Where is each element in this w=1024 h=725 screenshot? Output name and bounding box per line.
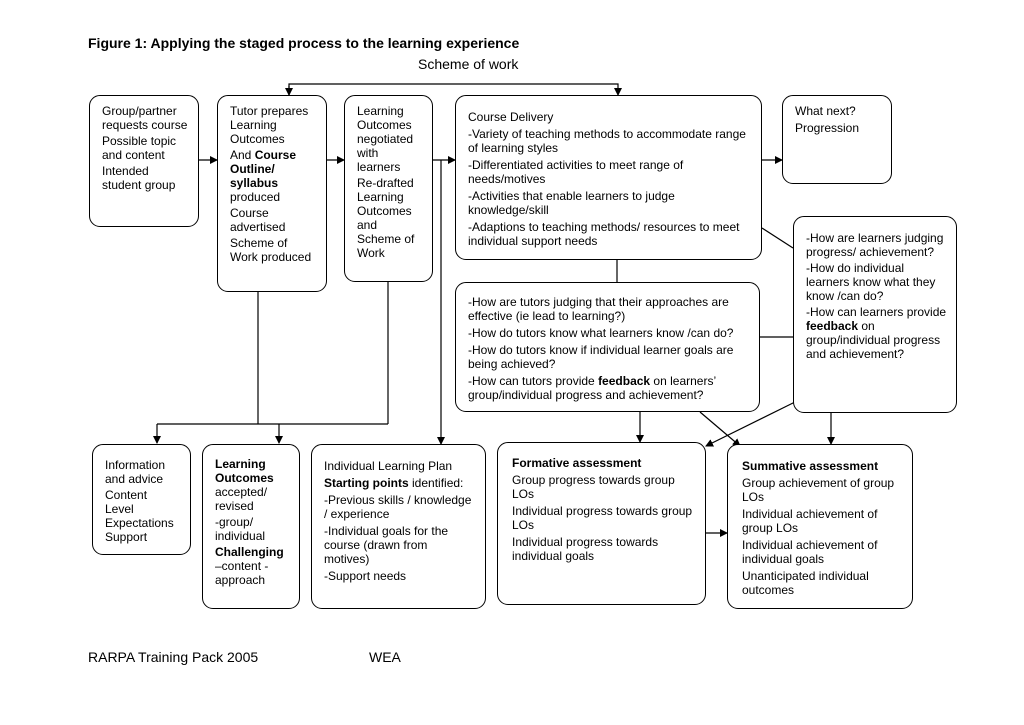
course-delivery-box: Course Delivery -Variety of teaching met… [455, 95, 762, 260]
box-text: What next? [795, 104, 856, 118]
box-text: -Differentiated activities to meet range… [468, 158, 684, 186]
box-text: Progression [795, 121, 860, 135]
box-text: Challenging –content - approach [215, 545, 290, 587]
box-text: Expectations [105, 516, 174, 530]
box-title: Formative assessment [512, 456, 696, 470]
outcomes-negotiated-box: Learning Outcomes negotiated with learne… [344, 95, 433, 282]
box-text: Intended student group [102, 164, 176, 192]
box-text: Learning Outcomes accepted/ revised [215, 457, 290, 513]
feedback-emphasis: feedback [598, 374, 651, 388]
box-text: Re-drafted Learning Outcomes and Scheme … [357, 176, 415, 260]
box-text: Level [105, 502, 134, 516]
box-text: Group progress towards group LOs [512, 473, 675, 501]
scheme-bracket-line [288, 83, 622, 96]
individual-learning-plan-box: Individual Learning Plan Starting points… [311, 444, 486, 609]
box-text: Information and advice [105, 458, 166, 486]
challenging-emphasis: Challenging [215, 545, 284, 559]
outcomes-accepted-box: Learning Outcomes accepted/ revised -gro… [202, 444, 300, 609]
figure-title: Figure 1: Applying the staged process to… [88, 35, 520, 51]
footer-right: WEA [369, 649, 401, 665]
box-text: Individual achievement of individual goa… [742, 538, 878, 566]
box-text: -Individual goals for the course (drawn … [324, 524, 449, 566]
box-text: -How do tutors know what learners know /… [468, 326, 734, 340]
box-text: -How can learners provide [806, 305, 947, 319]
info-advice-box: Information and advice Content Level Exp… [92, 444, 191, 555]
box-text: accepted/ revised [215, 485, 268, 513]
box-text: -How can tutors provide feedback on lear… [468, 374, 750, 402]
course-outline-emphasis: Course Outline/ syllabus [230, 148, 297, 190]
tutor-questions-box: -How are tutors judging that their appro… [455, 282, 760, 412]
box-text: -How can learners provide feedback on gr… [806, 305, 947, 361]
tutor-prepares-box: Tutor prepares Learning Outcomes And Cou… [217, 95, 327, 292]
box-text: on learners’ group/individual progress a… [468, 374, 716, 402]
box-text: -How do tutors know if individual learne… [468, 343, 734, 371]
box-text: Support [105, 530, 148, 544]
feedback-emphasis: feedback [806, 319, 859, 333]
box-text: Course advertised [230, 206, 286, 234]
box-text: produced [230, 190, 281, 204]
box-text: Tutor prepares Learning Outcomes [230, 104, 309, 146]
box-text: -How can tutors provide [468, 374, 599, 388]
learning-outcomes-emphasis: Learning Outcomes [215, 457, 274, 485]
box-title: Course Delivery [468, 110, 554, 124]
box-text: Learning Outcomes negotiated with learne… [357, 104, 414, 174]
box-title: Individual Learning Plan [324, 459, 453, 473]
box-text: -How are tutors judging that their appro… [468, 295, 729, 323]
formative-assessment-box: Formative assessment Group progress towa… [497, 442, 706, 605]
box-text: -Variety of teaching methods to accommod… [468, 127, 746, 155]
summative-assessment-box: Summative assessment Group achievement o… [727, 444, 913, 609]
formative-title: Formative assessment [512, 456, 642, 470]
box-text: Group achievement of group LOs [742, 476, 895, 504]
box-text: Content [105, 488, 148, 502]
group-request-box: Group/partner requests course Possible t… [89, 95, 199, 227]
box-text: Starting points identified: [324, 476, 476, 490]
box-text: -Support needs [324, 569, 407, 583]
scheme-of-work-label: Scheme of work [418, 56, 519, 72]
box-text: -How do individual learners know what th… [806, 261, 936, 303]
what-next-box: What next? Progression [782, 95, 892, 184]
box-text: Possible topic and content [102, 134, 177, 162]
learner-questions-box: -How are learners judging progress/ achi… [793, 216, 957, 413]
box-text: And [230, 148, 255, 162]
box-text: Unanticipated individual outcomes [742, 569, 869, 597]
box-text: -Activities that enable learners to judg… [468, 189, 675, 217]
line-delivery-to-learner-q [761, 227, 794, 249]
box-text: on group/individual progress and achieve… [806, 319, 941, 361]
box-title: Summative assessment [742, 459, 903, 473]
box-text: identified: [408, 476, 464, 490]
box-text: -Adaptions to teaching methods/ resource… [468, 220, 740, 248]
box-text: –content - approach [215, 559, 269, 587]
box-text: Individual achievement of group LOs [742, 507, 878, 535]
box-text: -How are learners judging progress/ achi… [806, 231, 944, 259]
arrow-tutor-q-to-summative [699, 411, 741, 447]
box-text: Group/partner requests course [102, 104, 188, 132]
starting-points-emphasis: Starting points [324, 476, 409, 490]
box-text: And Course Outline/ syllabus produced [230, 148, 317, 204]
arrow-learner-q-to-formative [705, 401, 796, 447]
box-text: -group/ individual [215, 515, 266, 543]
box-text: Individual progress towards individual g… [512, 535, 659, 563]
summative-title: Summative assessment [742, 459, 879, 473]
box-text: Individual progress towards group LOs [512, 504, 693, 532]
box-text: Scheme of Work produced [230, 236, 312, 264]
box-text: -Previous skills / knowledge / experienc… [324, 493, 472, 521]
footer-left: RARPA Training Pack 2005 [88, 649, 259, 665]
